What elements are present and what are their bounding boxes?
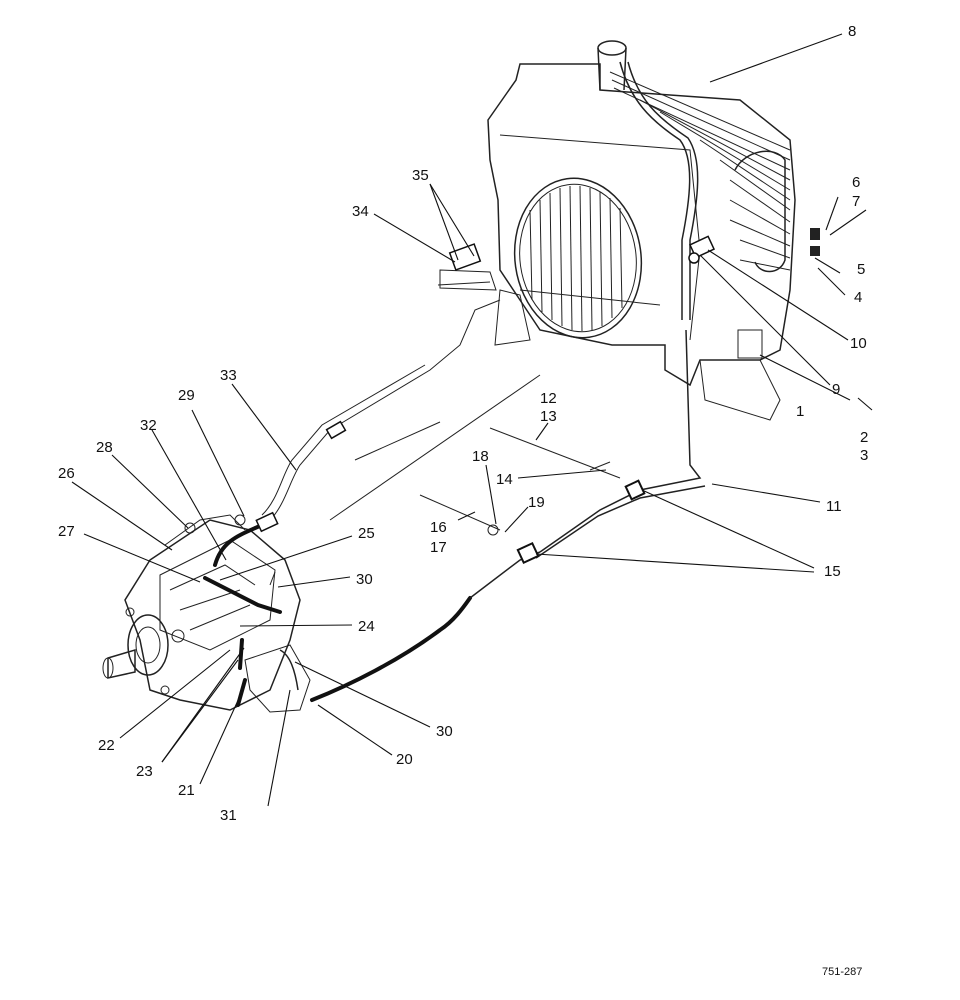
callout-19: 19 [528,494,545,511]
callout-28: 28 [96,439,113,456]
callout-30a: 30 [356,571,373,588]
callout-33: 33 [220,367,237,384]
callout-29: 29 [178,387,195,404]
callout-3: 3 [860,447,868,464]
callout-12: 12 [540,390,557,407]
callout-6: 6 [852,174,860,191]
clip-hardware [810,228,820,256]
callout-34: 34 [352,203,369,220]
callout-16: 16 [430,519,447,536]
cooler-fitting [688,235,716,264]
callout-17: 17 [430,539,447,556]
callout-25: 25 [358,525,375,542]
callout-32: 32 [140,417,157,434]
callout-9: 9 [832,381,840,398]
radiator-assembly [439,40,820,421]
callout-20: 20 [396,751,413,768]
callout-23: 23 [136,763,153,780]
callout-labels: 1 2 3 4 5 6 7 8 9 10 11 12 13 14 15 16 1… [58,23,868,824]
callout-7: 7 [852,193,860,210]
callout-11: 11 [826,498,842,515]
callout-26: 26 [58,465,75,482]
callout-18: 18 [472,448,489,465]
callout-35: 35 [412,167,429,184]
leader-lines [71,33,873,807]
callout-2: 2 [860,429,868,446]
callout-13: 13 [540,408,557,425]
figure-id: 751-287 [822,966,862,978]
callout-24: 24 [358,618,375,635]
callout-22: 22 [98,737,115,754]
callout-27: 27 [58,523,75,540]
callout-5: 5 [857,261,865,278]
callout-1: 1 [796,403,804,420]
callout-30b: 30 [436,723,453,740]
callout-8: 8 [848,23,856,40]
callout-15: 15 [824,563,841,580]
hydraulic-lines [203,243,706,707]
pump-assembly [102,514,311,713]
callout-10: 10 [850,335,867,352]
callout-14: 14 [496,471,513,488]
callout-21: 21 [178,782,195,799]
callout-31: 31 [220,807,237,824]
callout-4: 4 [854,289,862,306]
